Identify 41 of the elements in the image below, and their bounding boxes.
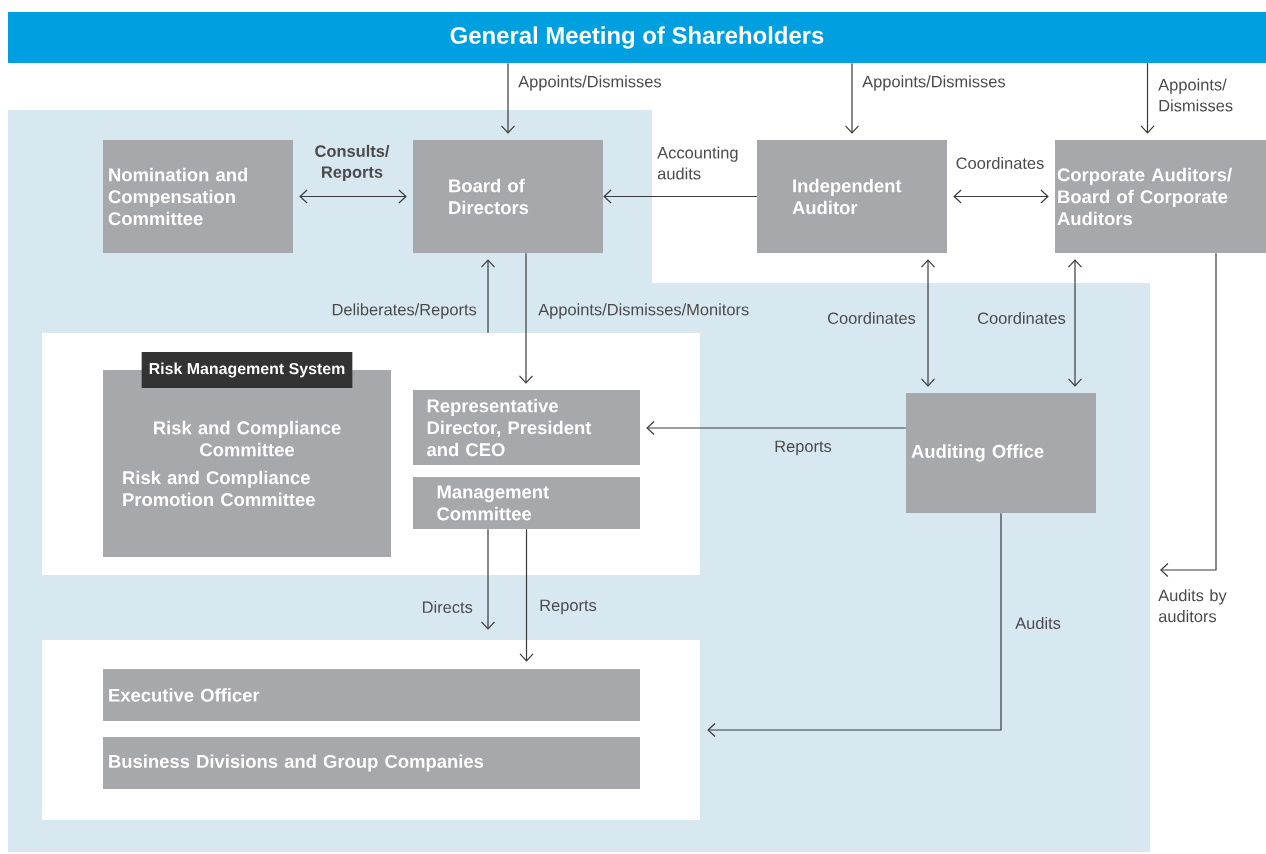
edge-label: Reports [540, 599, 597, 615]
edge-label: Appoints/Dismisses [518, 75, 661, 91]
edge-label: Deliberates/Reports [332, 303, 477, 319]
double-arrow [1067, 259, 1083, 387]
arrow [1140, 62, 1155, 134]
org-box: Representative Director, President and CEO [413, 390, 640, 465]
risk-panel: Risk Management System Risk and Compliance Committee Risk and Compliance Promotion Committee [103, 352, 391, 557]
arrow [480, 259, 496, 334]
edge-label: Reports [775, 440, 832, 456]
title-band: General Meeting of Shareholders [8, 12, 1266, 63]
edge-label: Accounting audits [657, 146, 738, 180]
arrow [518, 252, 534, 384]
org-box: Business Divisions and Group Companies [103, 737, 640, 789]
edge-label: Coordinates [828, 311, 916, 325]
edge-label: Directs [423, 600, 473, 614]
edge-label: Consults/ Reports [315, 144, 390, 182]
arrow [519, 528, 534, 662]
edge-label: Audits [1015, 616, 1061, 630]
arrow [646, 420, 907, 436]
edge-label: Audits by auditors [1158, 589, 1227, 623]
arrow [707, 512, 1002, 738]
edge-label: Appoints/ Dismisses [1158, 78, 1233, 112]
arrow [480, 528, 496, 630]
org-box: Corporate Auditors/ Board of Corporate Auditors [1055, 140, 1266, 253]
org-box: Management Committee [413, 477, 640, 529]
edge-label: Appoints/Dismisses [862, 75, 1005, 91]
arrow [1160, 252, 1217, 578]
edge-label: Coordinates [956, 156, 1044, 170]
org-box: Independent Auditor [757, 140, 947, 253]
double-arrow [299, 189, 407, 204]
arrow [603, 189, 758, 204]
org-box: Auditing Office [906, 393, 1096, 513]
arrow [844, 62, 860, 134]
double-arrow [953, 189, 1049, 204]
edge-label: Appoints/Dismisses/Monitors [538, 303, 749, 319]
org-box: Executive Officer [103, 669, 640, 721]
arrow [500, 62, 516, 134]
double-arrow [920, 259, 936, 387]
org-box: Nomination and Compensation Committee [103, 140, 293, 253]
org-box: Board of Directors [413, 140, 603, 253]
edge-label: Coordinates [978, 311, 1066, 325]
